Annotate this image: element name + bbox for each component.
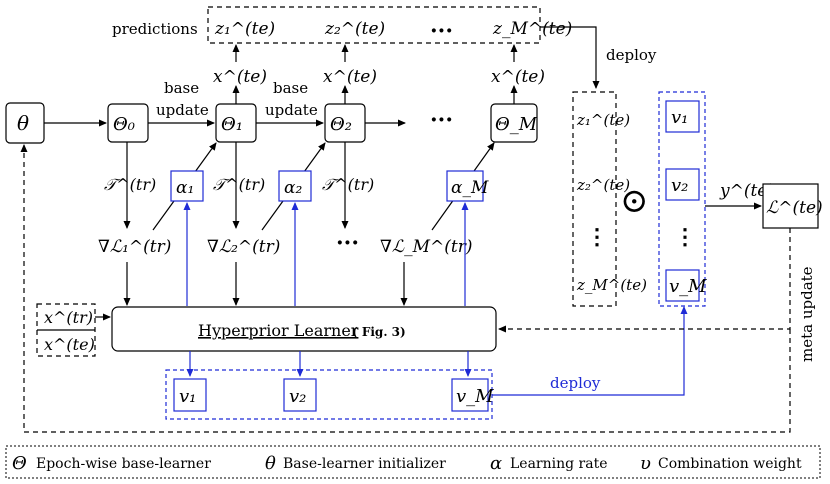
test-loss-box xyxy=(762,183,819,229)
x-te-input: x^(te) xyxy=(44,335,95,354)
meta-update-label: meta update xyxy=(798,266,816,362)
deploy-bottom-label: deploy xyxy=(550,374,601,392)
T-tr-1: 𝒯^(tr) xyxy=(104,175,156,194)
test-loss-symbol: ℒ^(te) xyxy=(766,198,823,218)
v1-box xyxy=(173,378,207,412)
legend-theta-text: Base-learner initializer xyxy=(283,456,446,472)
vM-deployed-box xyxy=(665,269,700,302)
grad-ellipsis: ··· xyxy=(336,230,359,256)
alphaM-box xyxy=(446,170,484,202)
hyperprior-learner-box xyxy=(111,306,497,352)
legend-alpha-text: Learning rate xyxy=(510,456,608,472)
v-vdots: ⋮ xyxy=(674,224,696,250)
base-update-1-line2: update xyxy=(156,101,209,119)
z2-prediction: z₂^(te) xyxy=(324,19,385,39)
T-tr-2: 𝒯^(tr) xyxy=(213,175,265,194)
ThetaM-symbol: Θ_M xyxy=(495,114,538,135)
v2-deployed: v₂ xyxy=(671,175,688,196)
meta-update-to-initializer xyxy=(20,144,791,433)
T-tr-3: 𝒯^(tr) xyxy=(322,175,374,194)
deployed-predictions-box xyxy=(572,91,617,307)
ThetaM-box xyxy=(490,103,538,143)
predictions-box xyxy=(207,6,541,44)
x-te-2: x^(te) xyxy=(323,67,377,87)
predictions-ellipsis: ··· xyxy=(430,18,453,44)
zM-deployed: z_M^(te) xyxy=(576,276,647,294)
v1-symbol: v₁ xyxy=(179,386,196,407)
deploy-top-label: deploy xyxy=(606,46,657,64)
grad-L2: ∇ℒ₂^(tr) xyxy=(207,237,280,257)
z1-prediction: z₁^(te) xyxy=(214,19,275,39)
alpha2-box xyxy=(278,170,312,202)
alpha1-box xyxy=(170,170,204,202)
legend-v-text: Combination weight xyxy=(658,456,802,472)
hyperprior-label: Hyperprior Learner xyxy=(198,321,359,340)
legend-box xyxy=(5,445,821,479)
y-te-label: y^(te) xyxy=(719,181,774,201)
theta-row-ellipsis: ··· xyxy=(430,107,453,133)
v1-deployed-box xyxy=(665,100,700,133)
base-update-1-line1: base xyxy=(164,79,199,97)
base-update-2-line2: update xyxy=(265,101,318,119)
odot-operator: ⊙ xyxy=(620,181,649,221)
v2-deployed-box xyxy=(665,168,700,201)
alphaM-symbol: α_M xyxy=(451,178,489,198)
deploy-top-arrow xyxy=(540,26,600,89)
alpha2-symbol: α₂ xyxy=(284,178,302,198)
zM-prediction: z_M^(te) xyxy=(492,19,572,39)
grad-L1: ∇ℒ₁^(tr) xyxy=(98,237,171,257)
z2-deployed: z₂^(te) xyxy=(576,176,630,194)
predictions-label: predictions xyxy=(112,20,198,38)
legend-theta-symbol: θ xyxy=(265,453,276,474)
v2-symbol: v₂ xyxy=(289,386,306,407)
v2-box xyxy=(283,378,317,412)
Theta2-symbol: Θ₂ xyxy=(330,114,352,135)
vM-box xyxy=(451,378,489,412)
hyperprior-ref: ( Fig. 3) xyxy=(352,325,406,339)
z-vdots: ⋮ xyxy=(586,224,608,250)
vM-symbol: v_M xyxy=(456,386,494,407)
vM-deployed: v_M xyxy=(669,276,707,297)
x-tr-input: x^(tr) xyxy=(44,308,93,327)
x-te-M: x^(te) xyxy=(491,67,545,87)
deployed-weights-box xyxy=(658,91,706,307)
x-te-1: x^(te) xyxy=(213,67,267,87)
combination-weights-group xyxy=(165,369,493,420)
Theta0-symbol: Θ₀ xyxy=(113,114,135,135)
alpha1-symbol: α₁ xyxy=(176,178,194,198)
legend-alpha-symbol: α xyxy=(490,453,502,474)
base-update-2-line1: base xyxy=(273,79,308,97)
legend-Theta-text: Epoch-wise base-learner xyxy=(36,456,211,472)
v1-deployed: v₁ xyxy=(671,107,688,128)
theta-symbol: θ xyxy=(17,111,29,135)
legend-v-symbol: υ xyxy=(640,453,651,474)
deploy-bottom-arrow xyxy=(492,306,688,396)
Theta1-symbol: Θ₁ xyxy=(221,114,243,135)
grad-LM: ∇ℒ_M^(tr) xyxy=(380,237,473,257)
legend-Theta-symbol: Θ xyxy=(12,453,27,474)
z1-deployed: z₁^(te) xyxy=(576,111,630,129)
